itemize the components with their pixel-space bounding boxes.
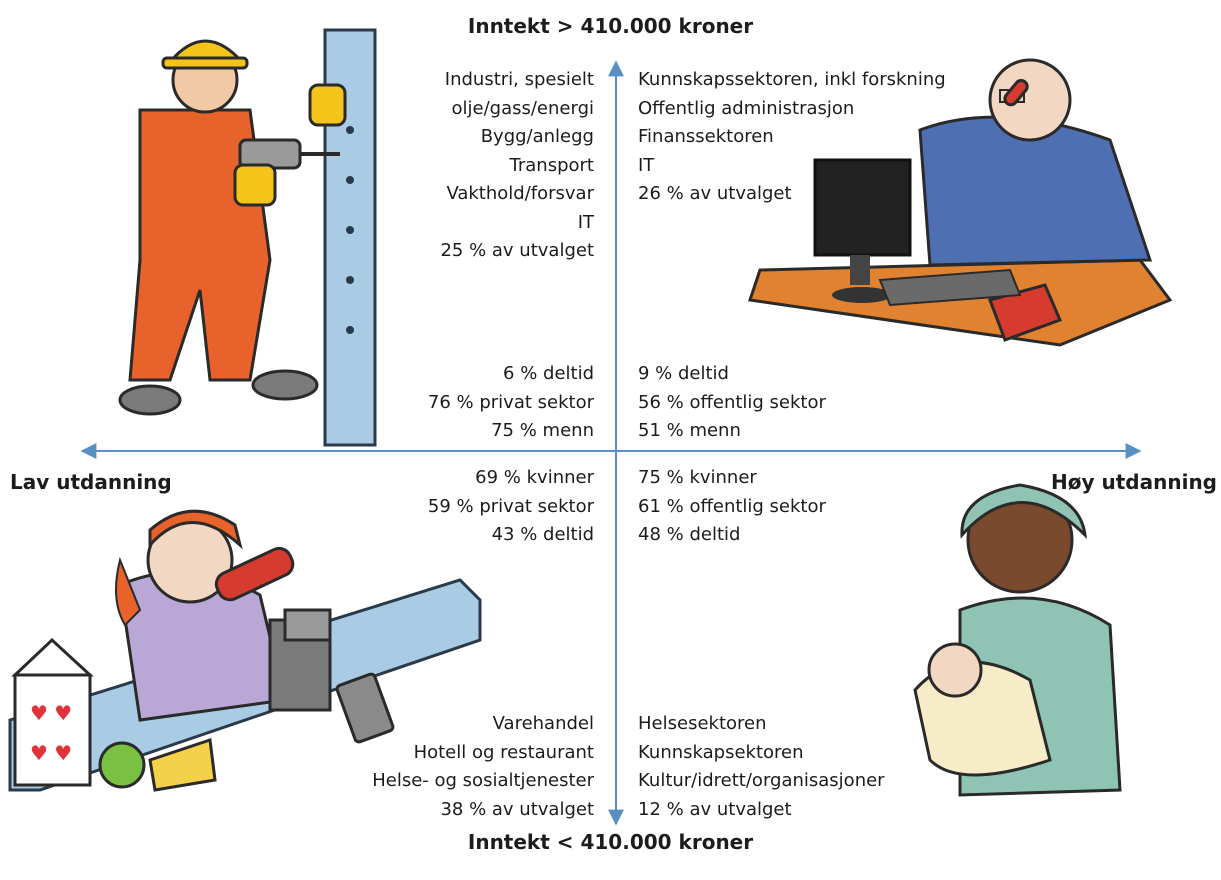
top-right-stats: 9 % deltid 56 % offentlig sektor 51 % me…	[638, 360, 826, 446]
top-right-sectors: Kunnskapssektoren, inkl forskning Offent…	[638, 66, 946, 209]
sector-line: Finanssektoren	[638, 126, 774, 147]
bottom-right-stats: 75 % kvinner 61 % offentlig sektor 48 % …	[638, 464, 826, 550]
sector-line: Kunnskapssektoren, inkl forskning	[638, 69, 946, 90]
sector-line: IT	[638, 154, 655, 176]
sector-line: Hotell og restaurant	[413, 741, 594, 763]
sector-line: Kultur/idrett/organisasjoner	[638, 770, 885, 791]
top-left-stats: 6 % deltid 76 % privat sektor 75 % menn	[428, 360, 594, 446]
sector-line: Helse- og sosialtjenester	[372, 770, 594, 791]
construction-worker-illustration	[118, 28, 377, 447]
cashier-illustration: ♥ ♥ ♥ ♥	[8, 509, 482, 792]
axis-label-top: Inntekt > 410.000 kroner	[467, 14, 754, 38]
stat-line: 75 % kvinner	[638, 467, 757, 488]
sector-line: Bygg/anlegg	[480, 126, 594, 147]
stat-line: 75 % menn	[491, 420, 594, 441]
sample-share: 26 % av utvalget	[638, 183, 792, 204]
sector-line: Industri, spesielt	[444, 69, 594, 90]
axis-label-bottom: Inntekt < 410.000 kroner	[467, 830, 754, 854]
sector-line: Varehandel	[492, 713, 594, 734]
stat-line: 69 % kvinner	[475, 467, 594, 488]
sample-share: 12 % av utvalget	[638, 798, 792, 820]
sector-line: Kunnskapsektoren	[638, 741, 804, 763]
stat-line: 6 % deltid	[503, 363, 594, 384]
sample-share: 38 % av utvalget	[440, 798, 594, 820]
sector-line: IT	[577, 211, 594, 233]
stat-line: 9 % deltid	[638, 363, 729, 384]
sample-share: 25 % av utvalget	[440, 240, 594, 261]
top-left-sectors: Industri, spesielt olje/gass/energi Bygg…	[440, 66, 594, 266]
sector-line: Offentlig administrasjon	[638, 97, 855, 119]
sector-line: Helsesektoren	[638, 713, 767, 734]
axis-label-right: Høy utdanning	[1051, 470, 1217, 494]
stat-line: 48 % deltid	[638, 524, 741, 545]
sector-line: Vakthold/forsvar	[446, 183, 594, 204]
sector-line: Transport	[509, 154, 594, 176]
axis-label-left: Lav utdanning	[10, 470, 172, 494]
bottom-left-sectors: Varehandel Hotell og restaurant Helse- o…	[372, 710, 594, 824]
stat-line: 56 % offentlig sektor	[638, 391, 826, 413]
stat-line: 61 % offentlig sektor	[638, 495, 826, 517]
stat-line: 76 % privat sektor	[427, 391, 594, 413]
svg-text:♥ ♥: ♥ ♥	[30, 701, 72, 725]
svg-text:♥ ♥: ♥ ♥	[30, 741, 72, 765]
stat-line: 59 % privat sektor	[427, 495, 594, 517]
sector-line: olje/gass/energi	[451, 97, 595, 119]
bottom-right-sectors: Helsesektoren Kunnskapsektoren Kultur/id…	[638, 710, 885, 824]
nurse-illustration	[913, 483, 1122, 797]
office-worker-illustration	[748, 58, 1173, 347]
bottom-left-stats: 69 % kvinner 59 % privat sektor 43 % del…	[428, 464, 594, 550]
stat-line: 51 % menn	[638, 420, 741, 441]
stat-line: 43 % deltid	[491, 524, 594, 545]
